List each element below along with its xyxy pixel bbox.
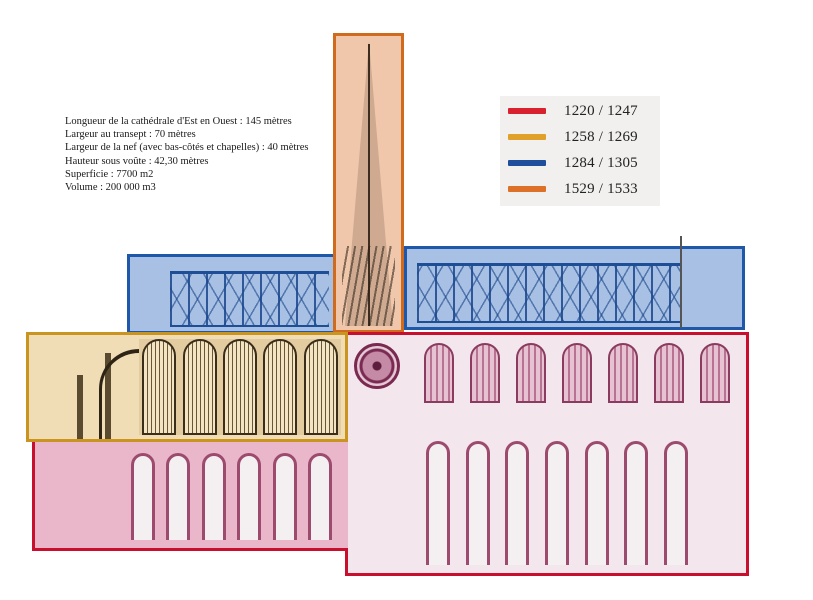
- legend-item-1529: 1529 / 1533: [508, 180, 638, 198]
- legend-swatch-orange: [508, 186, 546, 192]
- stat-transept-width: Largeur au transept : 70 mètres: [65, 129, 196, 141]
- legend-label: 1258 / 1269: [564, 128, 638, 145]
- choir-bay: [263, 339, 298, 435]
- choir-bay: [222, 339, 257, 435]
- period-legend: 1220 / 1247 1258 / 1269 1284 / 1305 1529…: [500, 96, 660, 206]
- triforium-bay: [562, 343, 592, 403]
- stat-area: Superficie : 7700 m2: [65, 168, 154, 180]
- legend-label: 1220 / 1247: [564, 102, 638, 119]
- triforium-bay: [516, 343, 546, 403]
- legend-swatch-red: [508, 108, 546, 114]
- choir-bay: [303, 339, 338, 435]
- choir-bay: [182, 339, 217, 435]
- spire-region: [333, 33, 404, 333]
- nave-arch: [664, 441, 689, 565]
- nave-arch: [505, 441, 530, 565]
- nave-region-west: [32, 436, 348, 551]
- triforium-bay: [608, 343, 638, 403]
- nave-arch: [465, 441, 490, 565]
- nave-arch: [584, 441, 609, 565]
- nave-region-main: [345, 332, 749, 576]
- rose-window: [354, 343, 400, 389]
- mast-line: [680, 236, 682, 328]
- roof-truss: [417, 263, 682, 323]
- stat-volume: Volume : 200 000 m3: [65, 182, 156, 194]
- aisle-arch: [272, 452, 297, 540]
- aisle-arch: [237, 452, 262, 540]
- pinnacle: [105, 353, 111, 439]
- triforium-bay: [470, 343, 500, 403]
- triforium-bay: [424, 343, 454, 403]
- legend-swatch-gold: [508, 134, 546, 140]
- spire-axis: [367, 44, 370, 326]
- nave-arch: [425, 441, 450, 565]
- choir-arcade: [139, 339, 341, 435]
- aisle-arcade: [115, 452, 348, 540]
- legend-label: 1529 / 1533: [564, 180, 638, 197]
- legend-swatch-blue: [508, 160, 546, 166]
- roof-truss: [170, 271, 329, 327]
- pinnacle: [77, 375, 83, 439]
- aisle-arch: [166, 452, 191, 540]
- legend-item-1258: 1258 / 1269: [508, 128, 638, 146]
- spire-base: [342, 246, 395, 326]
- nave-arch: [544, 441, 569, 565]
- stat-length: Longueur de la cathédrale d'Est en Ouest…: [65, 116, 292, 127]
- triforium-arcade: [416, 343, 738, 413]
- legend-item-1220: 1220 / 1247: [508, 102, 638, 120]
- legend-item-1284: 1284 / 1305: [508, 154, 638, 172]
- roof-region-west: [127, 254, 338, 334]
- choir-region: [26, 332, 348, 442]
- nave-arch: [624, 441, 649, 565]
- nave-arcade: [408, 441, 706, 565]
- aisle-arch: [308, 452, 333, 540]
- stat-vault-height: Hauteur sous voûte : 42,30 mètres: [65, 155, 209, 167]
- stat-nave-width: Largeur de la nef (avec bas-côtés et cha…: [65, 142, 309, 154]
- choir-bay: [142, 339, 177, 435]
- legend-label: 1284 / 1305: [564, 154, 638, 171]
- roof-region-east: [404, 246, 745, 330]
- triforium-bay: [700, 343, 730, 403]
- cathedral-stats: Longueur de la cathédrale d'Est en Ouest…: [65, 115, 355, 194]
- aisle-arch: [130, 452, 155, 540]
- aisle-arch: [201, 452, 226, 540]
- triforium-bay: [654, 343, 684, 403]
